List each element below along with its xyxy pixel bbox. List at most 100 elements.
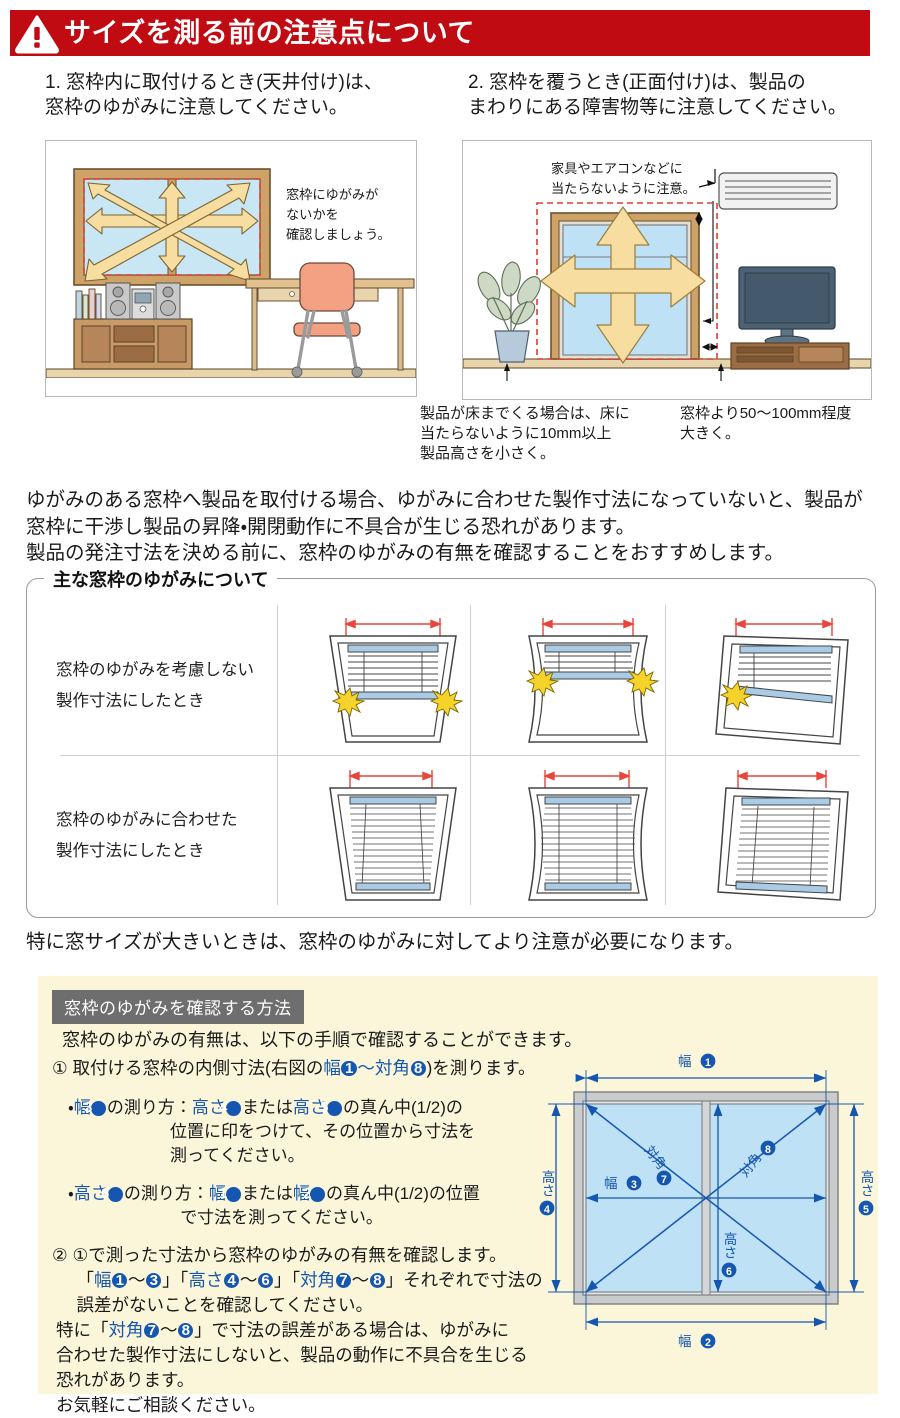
badge-1b: 1: [219, 1187, 242, 1203]
term-height-4: 高さ: [191, 1098, 226, 1117]
label-width-3: 幅: [604, 1176, 618, 1191]
svg-text:6: 6: [726, 1266, 732, 1278]
tv-graphic: [730, 266, 850, 370]
svg-text:窓枠にゆがみが: 窓枠にゆがみが: [286, 187, 378, 202]
table-row-label-good: 窓枠のゆがみに合わせた 製作寸法にしたとき: [56, 811, 238, 860]
badge-8: 8: [410, 1061, 426, 1077]
badge-final-7: 7: [144, 1323, 160, 1339]
range-dash: 〜: [357, 1058, 375, 1078]
bullet-marker-1: ・: [68, 1098, 74, 1117]
measurement-diagram: 幅 1 幅 2 幅 3: [536, 1040, 876, 1360]
illustration-ceiling-mount: 窓枠にゆがみが ないかを 確認しましょう。: [45, 140, 417, 397]
term-width-3: 幅: [73, 1098, 91, 1117]
chair-graphic: [291, 262, 363, 378]
final-dash: 〜: [160, 1320, 178, 1340]
final-pre: 特に「: [56, 1320, 109, 1340]
term-width-range: 幅: [94, 1269, 112, 1290]
av-cabinet-graphic: [73, 282, 193, 370]
note-1-text: 1. 窓枠内に取付けるとき(天井付け)は、 窓枠のゆがみに注意してください。: [45, 72, 383, 119]
badge-q3-8: 8: [369, 1272, 386, 1288]
svg-text:2: 2: [705, 1337, 711, 1349]
term-height-5: 高さ: [292, 1098, 327, 1117]
bullet-2-line-2: で寸法を測ってください。: [180, 1208, 383, 1228]
term-width-1b: 幅: [208, 1184, 226, 1203]
window-graphic: [73, 168, 271, 286]
svg-text:当たらないように注意。: 当たらないように注意。: [551, 181, 696, 196]
svg-text:8: 8: [765, 1144, 771, 1156]
term-diagonal-8: 対角: [374, 1058, 410, 1078]
caption-overlap-margin: 窓枠より50〜100mm程度 大きく。: [680, 405, 852, 442]
note-2-text: 2. 窓枠を覆うとき(正面付け)は、製品の まわりにある障害物等に注意してくださ…: [468, 72, 847, 119]
svg-text:7: 7: [661, 1174, 667, 1186]
caption-floor-clearance: 製品が床までくる場合は、床に 当たらないように10mm以上 製品高さを小さく。: [420, 405, 630, 462]
final-line-4: お気軽にご相談ください。: [56, 1394, 266, 1415]
table-cell-good-trapezoid: [300, 762, 486, 910]
badge-final-8: 8: [178, 1323, 194, 1339]
label-width-1: 幅: [678, 1054, 692, 1069]
check-method-lead: 窓枠のゆがみの有無は、以下の手順で確認することができます。: [62, 1030, 583, 1050]
badge-q2-4: 4: [223, 1272, 240, 1288]
term-height-6: 高さ: [73, 1184, 108, 1203]
label-height-5: 高さ: [859, 1169, 875, 1198]
table-cell-good-skew: [690, 762, 876, 910]
page-title: サイズを測る前の注意点について: [64, 17, 475, 48]
table-cell-good-hourglass: [495, 762, 681, 910]
plant-graphic: [477, 261, 541, 363]
final-line-3: 恐れがあります。: [56, 1369, 195, 1390]
body-paragraph: ゆがみのある窓枠へ製品を取付ける場合、ゆがみに合わせた製作寸法になっていないと、…: [26, 489, 863, 565]
table-divider-cell-2: [665, 605, 666, 905]
table-cell-bad-hourglass: [495, 610, 681, 758]
step-1-post: )を測ります。: [426, 1058, 536, 1078]
warning-triangle-icon: [10, 10, 64, 56]
step-1-pre: ① 取付ける窓枠の内側寸法(右図の: [52, 1058, 324, 1078]
bullet-marker-2: ・: [68, 1184, 74, 1203]
badge-q1-1: 1: [112, 1272, 128, 1288]
term-diagonal-range: 対角: [300, 1269, 336, 1290]
table-divider-cell-1: [470, 605, 471, 905]
svg-text:ないかを: ないかを: [286, 207, 339, 222]
label-height-4: 高さ: [540, 1169, 556, 1198]
badge-5: 5: [320, 1101, 343, 1117]
table-cell-bad-skew: [690, 610, 876, 758]
term-width-2: 幅: [292, 1184, 310, 1203]
bullet-1-line-2: 位置に印をつけて、その位置から寸法を: [170, 1122, 476, 1142]
bullet-2-tail: の真ん中(1/2)の位置: [325, 1184, 480, 1203]
svg-text:家具やエアコンなどに: 家具やエアコンなどに: [551, 161, 683, 176]
badge-q3-7: 7: [335, 1272, 352, 1288]
badge-2: 2: [303, 1187, 326, 1203]
distortion-table-legend: 主な窓枠のゆがみについて: [44, 566, 278, 592]
sub-note: 特に窓サイズが大きいときは、窓枠のゆがみに対してより注意が必要になります。: [26, 931, 744, 953]
bullet-1-tail: の真ん中(1/2)の: [342, 1098, 463, 1117]
bullet-2-label-post: の測り方: [123, 1184, 192, 1203]
bullet-1-label-post: の測り方: [106, 1098, 175, 1117]
svg-text:1: 1: [705, 1057, 711, 1069]
svg-text:3: 3: [631, 1179, 637, 1191]
bullet-2-colon: ：: [191, 1184, 209, 1203]
bullet-1-or: または: [241, 1098, 293, 1117]
term-height-range: 高さ: [188, 1269, 224, 1290]
table-cell-bad-trapezoid: [300, 610, 486, 758]
badge-1: 1: [341, 1061, 357, 1077]
svg-text:確認しましょう。: 確認しましょう。: [286, 227, 391, 242]
bullet-1-colon: ：: [174, 1098, 192, 1117]
final-post: 」で寸法の誤差がある場合は、ゆがみに: [194, 1320, 510, 1340]
svg-text:4: 4: [544, 1204, 550, 1216]
label-height-6: 高さ: [722, 1231, 738, 1260]
term-width-1: 幅: [323, 1058, 341, 1078]
step-2-line-2-tail: それぞれで寸法の: [403, 1269, 543, 1290]
table-divider-horizontal: [60, 755, 860, 756]
badge-3: 3: [84, 1101, 107, 1117]
air-conditioner-graphic: [718, 172, 838, 210]
final-line-2: 合わせた製作寸法にしないと、製品の動作に不具合を生じる: [56, 1344, 528, 1365]
page-header-banner: サイズを測る前の注意点について: [10, 10, 870, 56]
check-method-badge: 窓枠のゆがみを確認する方法: [52, 990, 304, 1024]
badge-q1-3: 3: [146, 1272, 162, 1288]
svg-text:5: 5: [863, 1204, 869, 1216]
